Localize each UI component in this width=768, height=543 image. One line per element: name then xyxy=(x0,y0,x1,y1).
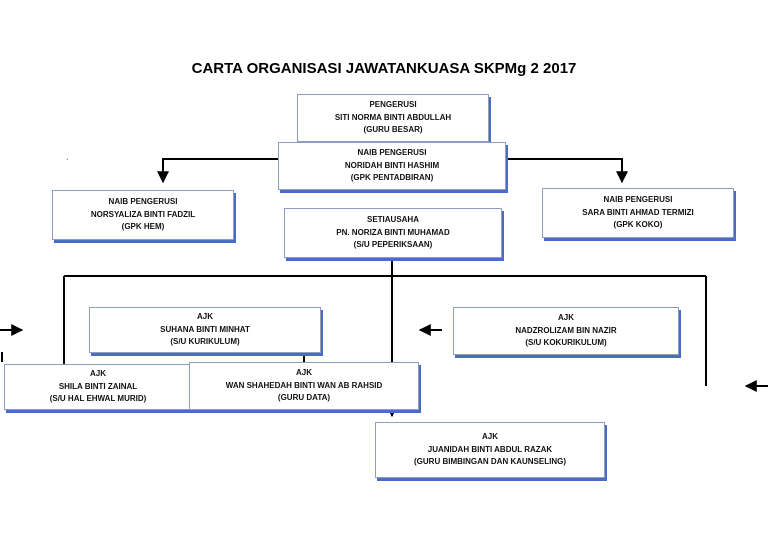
node-ajk-nadzrolizam: AJK NADZROLIZAM BIN NAZIR (S/U KOKURIKUL… xyxy=(453,307,679,355)
node-post: (S/U PEPERIKSAAN) xyxy=(353,240,433,250)
node-name: SHILA BINTI ZAINAL xyxy=(58,381,138,391)
node-role: NAIB PENGERUSI xyxy=(603,195,673,205)
connector-to-naib-kiri xyxy=(157,158,278,184)
node-role: AJK xyxy=(481,432,498,442)
node-post: (GPK HEM) xyxy=(121,222,165,232)
node-post: (GURU BIMBINGAN DAN KAUNSELING) xyxy=(414,457,566,467)
node-name: JUANIDAH BINTI ABDUL RAZAK xyxy=(427,444,553,454)
node-role: AJK xyxy=(196,312,213,322)
node-post: (GURU DATA) xyxy=(277,393,331,403)
node-setiausaha: SETIAUSAHA PN. NORIZA BINTI MUHAMAD (S/U… xyxy=(284,208,502,258)
stray-mark: ` xyxy=(66,158,69,167)
node-role: NAIB PENGERUSI xyxy=(108,197,178,207)
node-role: AJK xyxy=(295,368,312,378)
node-pengerusi: PENGERUSI SITI NORMA BINTI ABDULLAH (GUR… xyxy=(297,94,489,142)
node-name: SUHANA BINTI MINHAT xyxy=(160,324,250,334)
node-post: (GPK KOKO) xyxy=(613,220,663,230)
node-naib-tengah: NAIB PENGERUSI NORIDAH BINTI HASHIM (GPK… xyxy=(278,142,506,190)
node-role: PENGERUSI xyxy=(369,100,417,110)
node-post: (S/U KURIKULUM) xyxy=(170,337,240,347)
node-role: NAIB PENGERUSI xyxy=(357,148,427,158)
node-post: (GURU BESAR) xyxy=(363,125,423,135)
node-role: AJK xyxy=(89,369,106,379)
connector-to-naib-kanan xyxy=(506,158,628,184)
node-post: (GPK PENTADBIRAN) xyxy=(350,173,434,183)
chart-title: CARTA ORGANISASI JAWATANKUASA SKPMg 2 20… xyxy=(191,60,577,77)
node-post: (S/U KOKURIKULUM) xyxy=(525,338,607,348)
node-name: WAN SHAHEDAH BINTI WAN AB RAHSID xyxy=(225,380,383,390)
node-role: SETIAUSAHA xyxy=(366,215,419,225)
node-name: NORIDAH BINTI HASHIM xyxy=(344,160,440,170)
node-role: AJK xyxy=(557,313,574,323)
node-name: SARA BINTI AHMAD TERMIZI xyxy=(582,207,694,217)
node-name: NADZROLIZAM BIN NAZIR xyxy=(515,325,617,335)
node-ajk-wan: AJK WAN SHAHEDAH BINTI WAN AB RAHSID (GU… xyxy=(189,362,419,410)
node-name: NORSYALIZA BINTI FADZIL xyxy=(90,209,196,219)
node-name: SITI NORMA BINTI ABDULLAH xyxy=(334,112,452,122)
node-naib-kiri: NAIB PENGERUSI NORSYALIZA BINTI FADZIL (… xyxy=(52,190,234,240)
node-ajk-shila: AJK SHILA BINTI ZAINAL (S/U HAL EHWAL MU… xyxy=(4,364,192,410)
node-post: (S/U HAL EHWAL MURID) xyxy=(49,394,147,404)
node-name: PN. NORIZA BINTI MUHAMAD xyxy=(336,227,450,237)
node-naib-kanan: NAIB PENGERUSI SARA BINTI AHMAD TERMIZI … xyxy=(542,188,734,238)
node-ajk-suhana: AJK SUHANA BINTI MINHAT (S/U KURIKULUM) xyxy=(89,307,321,353)
node-ajk-juanidah: AJK JUANIDAH BINTI ABDUL RAZAK (GURU BIM… xyxy=(375,422,605,478)
